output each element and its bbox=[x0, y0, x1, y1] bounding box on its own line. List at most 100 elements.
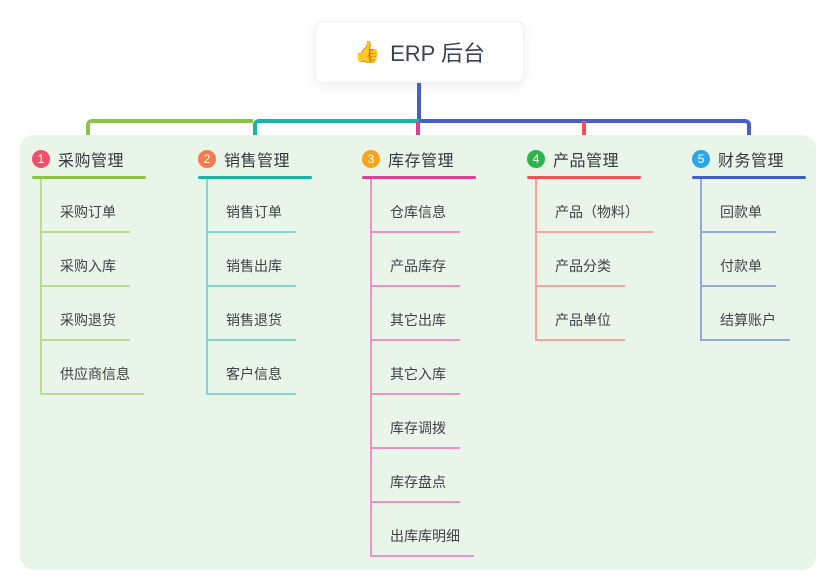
child-node-clickable[interactable]: 销售订单 bbox=[208, 202, 296, 233]
child-node: 采购退货 bbox=[42, 287, 146, 341]
child-node: 结算账户 bbox=[702, 287, 806, 341]
child-node: 库存盘点 bbox=[372, 449, 476, 503]
child-node-clickable[interactable]: 产品（物料） bbox=[537, 202, 653, 233]
branch-inventory: 3 库存管理 仓库信息 产品库存 其它出库 其它入库 bbox=[362, 148, 476, 557]
child-node: 采购入库 bbox=[42, 233, 146, 287]
child-label: 采购订单 bbox=[60, 204, 116, 220]
child-label: 产品（物料） bbox=[555, 204, 639, 220]
drop-line-product bbox=[582, 121, 586, 142]
branch-purchase: 1 采购管理 采购订单 采购入库 采购退货 供应商信息 bbox=[32, 148, 146, 395]
child-label: 销售退货 bbox=[226, 312, 282, 328]
child-node: 采购订单 bbox=[42, 179, 146, 233]
child-node: 客户信息 bbox=[208, 341, 312, 395]
child-node: 销售订单 bbox=[208, 179, 312, 233]
child-label: 销售出库 bbox=[226, 258, 282, 274]
child-node-clickable[interactable]: 采购订单 bbox=[42, 202, 130, 233]
branch-underline bbox=[32, 176, 146, 179]
branch-number-badge: 5 bbox=[692, 150, 710, 168]
branch-title: 销售管理 bbox=[224, 153, 291, 170]
child-node: 回款单 bbox=[702, 179, 806, 233]
child-node-clickable[interactable]: 销售出库 bbox=[208, 256, 296, 287]
child-node-clickable[interactable]: 其它出库 bbox=[372, 310, 460, 341]
child-node-clickable[interactable]: 付款单 bbox=[702, 256, 776, 287]
branch-children: 销售订单 销售出库 销售退货 客户信息 bbox=[206, 179, 312, 395]
branch-title-row[interactable]: 1 采购管理 bbox=[32, 148, 146, 170]
branches-panel bbox=[20, 135, 816, 570]
child-label: 供应商信息 bbox=[60, 366, 130, 382]
child-node-clickable[interactable]: 供应商信息 bbox=[42, 364, 144, 395]
child-node: 其它入库 bbox=[372, 341, 476, 395]
child-node: 供应商信息 bbox=[42, 341, 146, 395]
child-node-clickable[interactable]: 产品单位 bbox=[537, 310, 625, 341]
child-node-clickable[interactable]: 销售退货 bbox=[208, 310, 296, 341]
child-node-clickable[interactable]: 采购退货 bbox=[42, 310, 130, 341]
branch-title-row[interactable]: 2 销售管理 bbox=[198, 148, 312, 170]
child-node: 产品（物料） bbox=[537, 179, 653, 233]
root-node-erp[interactable]: 👍 ERP 后台 bbox=[315, 21, 524, 83]
branch-number-badge: 3 bbox=[362, 150, 380, 168]
child-label: 结算账户 bbox=[720, 312, 776, 328]
child-label: 付款单 bbox=[720, 258, 762, 274]
branch-children: 产品（物料） 产品分类 产品单位 bbox=[535, 179, 653, 341]
child-node: 仓库信息 bbox=[372, 179, 476, 233]
child-label: 库存调拨 bbox=[390, 420, 446, 436]
branch-number-badge: 2 bbox=[198, 150, 216, 168]
child-label: 出库库明细 bbox=[390, 528, 460, 544]
child-label: 客户信息 bbox=[226, 366, 282, 382]
branch-number-badge: 1 bbox=[32, 150, 50, 168]
child-node: 出库库明细 bbox=[372, 503, 476, 557]
child-node-clickable[interactable]: 产品分类 bbox=[537, 256, 625, 287]
drop-line-inventory bbox=[416, 121, 420, 142]
branch-title-row[interactable]: 5 财务管理 bbox=[692, 148, 806, 170]
child-node: 付款单 bbox=[702, 233, 806, 287]
branch-sales: 2 销售管理 销售订单 销售出库 销售退货 客户信息 bbox=[198, 148, 312, 395]
child-node: 产品单位 bbox=[537, 287, 653, 341]
child-node-clickable[interactable]: 客户信息 bbox=[208, 364, 296, 395]
child-label: 其它出库 bbox=[390, 312, 446, 328]
child-label: 库存盘点 bbox=[390, 474, 446, 490]
child-label: 产品库存 bbox=[390, 258, 446, 274]
branch-underline bbox=[692, 176, 806, 179]
child-node-clickable[interactable]: 库存调拨 bbox=[372, 418, 460, 449]
branch-number-badge: 4 bbox=[527, 150, 545, 168]
child-node-clickable[interactable]: 仓库信息 bbox=[372, 202, 460, 233]
branch-children: 仓库信息 产品库存 其它出库 其它入库 库存调拨 bbox=[370, 179, 476, 557]
child-node-clickable[interactable]: 产品库存 bbox=[372, 256, 460, 287]
child-label: 其它入库 bbox=[390, 366, 446, 382]
child-node-clickable[interactable]: 采购入库 bbox=[42, 256, 130, 287]
root-stem-line bbox=[417, 83, 421, 121]
child-node: 其它出库 bbox=[372, 287, 476, 341]
branch-underline bbox=[527, 176, 641, 179]
branch-title-row[interactable]: 3 库存管理 bbox=[362, 148, 476, 170]
child-label: 仓库信息 bbox=[390, 204, 446, 220]
child-node-clickable[interactable]: 出库库明细 bbox=[372, 526, 474, 557]
thumbs-up-icon: 👍 bbox=[353, 40, 381, 64]
branch-underline bbox=[198, 176, 312, 179]
child-node-clickable[interactable]: 回款单 bbox=[702, 202, 776, 233]
child-node: 产品分类 bbox=[537, 233, 653, 287]
child-label: 销售订单 bbox=[226, 204, 282, 220]
branch-title: 财务管理 bbox=[718, 153, 785, 170]
child-node-clickable[interactable]: 结算账户 bbox=[702, 310, 790, 341]
branch-children: 采购订单 采购入库 采购退货 供应商信息 bbox=[40, 179, 146, 395]
branch-title: 采购管理 bbox=[58, 153, 125, 170]
child-node: 库存调拨 bbox=[372, 395, 476, 449]
child-node-clickable[interactable]: 其它入库 bbox=[372, 364, 460, 395]
branch-underline bbox=[362, 176, 476, 179]
child-node: 销售出库 bbox=[208, 233, 312, 287]
child-label: 采购入库 bbox=[60, 258, 116, 274]
child-node-clickable[interactable]: 库存盘点 bbox=[372, 472, 460, 503]
child-label: 产品分类 bbox=[555, 258, 611, 274]
child-node: 销售退货 bbox=[208, 287, 312, 341]
root-node-label: ERP 后台 bbox=[390, 41, 486, 66]
bus-segment-purchase bbox=[86, 119, 253, 143]
branch-finance: 5 财务管理 回款单 付款单 结算账户 bbox=[692, 148, 806, 341]
branch-product: 4 产品管理 产品（物料） 产品分类 产品单位 bbox=[527, 148, 653, 341]
child-label: 采购退货 bbox=[60, 312, 116, 328]
branch-title-row[interactable]: 4 产品管理 bbox=[527, 148, 653, 170]
branch-children: 回款单 付款单 结算账户 bbox=[700, 179, 806, 341]
child-label: 回款单 bbox=[720, 204, 762, 220]
branch-title: 产品管理 bbox=[553, 153, 620, 170]
child-label: 产品单位 bbox=[555, 312, 611, 328]
